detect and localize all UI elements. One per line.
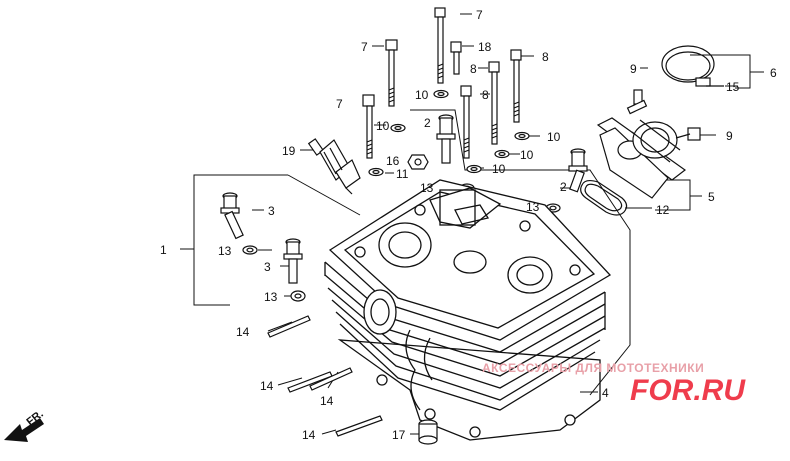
callout-7: 7 bbox=[476, 8, 483, 22]
callout-13: 13 bbox=[264, 290, 278, 304]
front-direction-arrow-icon: FR. bbox=[4, 408, 46, 442]
hose-clamp bbox=[661, 45, 724, 87]
callout-19: 19 bbox=[282, 144, 296, 158]
valve-guide-2-right bbox=[568, 148, 588, 193]
dowels-14 bbox=[267, 315, 383, 437]
valve-guide-2-top bbox=[436, 114, 456, 164]
intake-gasket bbox=[580, 179, 628, 216]
intake-pipe bbox=[596, 117, 687, 199]
callout-7: 7 bbox=[361, 40, 368, 54]
washers bbox=[242, 89, 561, 302]
callout-16: 16 bbox=[386, 154, 400, 168]
watermark: АКСЕССУАРЫ ДЛЯ МОТОТЕХНИКИ FOR.RU bbox=[482, 361, 746, 407]
valve-guide-3-lower bbox=[283, 238, 303, 284]
valve-guide-3-upper bbox=[220, 192, 244, 240]
nut-16 bbox=[407, 154, 429, 170]
spark-plug-19 bbox=[307, 138, 361, 195]
callout-6: 6 bbox=[770, 66, 777, 80]
callout-18: 18 bbox=[478, 40, 492, 54]
callout-8: 8 bbox=[542, 50, 549, 64]
bolt-7-lower bbox=[362, 94, 375, 159]
callout-10: 10 bbox=[376, 119, 390, 133]
callout-14: 14 bbox=[236, 325, 250, 339]
callout-14: 14 bbox=[320, 394, 334, 408]
bolt-7-left bbox=[385, 39, 398, 107]
watermark-brand: FOR.RU bbox=[630, 374, 746, 407]
callout-5: 5 bbox=[708, 190, 715, 204]
callout-9: 9 bbox=[726, 129, 733, 143]
callout-7: 7 bbox=[336, 97, 343, 111]
callout-2: 2 bbox=[560, 180, 567, 194]
bolt-18 bbox=[450, 41, 462, 75]
callout-11: 11 bbox=[396, 167, 409, 181]
callout-2: 2 bbox=[424, 116, 431, 130]
callout-4: 4 bbox=[602, 386, 609, 400]
callout-10: 10 bbox=[547, 130, 561, 144]
callout-12: 12 bbox=[656, 203, 670, 217]
cylinder-head-bolts bbox=[362, 7, 522, 159]
bolt-8-right bbox=[510, 49, 522, 123]
callout-17: 17 bbox=[392, 428, 406, 442]
screws-9 bbox=[626, 89, 701, 141]
front-label: FR. bbox=[24, 408, 45, 428]
bolt-8-lower bbox=[460, 85, 472, 159]
callout-8: 8 bbox=[482, 88, 489, 102]
callout-13: 13 bbox=[420, 181, 434, 195]
callout-13: 13 bbox=[526, 200, 540, 214]
leader-lines bbox=[180, 13, 764, 435]
callout-10: 10 bbox=[415, 88, 429, 102]
collar-17 bbox=[418, 419, 438, 445]
callout-labels: 7 7 7 18 8 8 8 10 10 10 10 10 2 2 19 16 … bbox=[160, 8, 777, 442]
callout-13: 13 bbox=[218, 244, 232, 258]
callout-1: 1 bbox=[160, 243, 167, 257]
valve-guides bbox=[220, 114, 588, 284]
callout-14: 14 bbox=[260, 379, 274, 393]
callout-8: 8 bbox=[470, 62, 477, 76]
callout-3: 3 bbox=[264, 260, 271, 274]
cylinder-head bbox=[324, 179, 612, 441]
callout-3: 3 bbox=[268, 204, 275, 218]
bolt-7-top bbox=[434, 7, 446, 84]
watermark-tagline: АКСЕССУАРЫ ДЛЯ МОТОТЕХНИКИ bbox=[482, 361, 704, 375]
callout-10: 10 bbox=[520, 148, 534, 162]
bolt-8-middle bbox=[488, 61, 500, 145]
callout-9: 9 bbox=[630, 62, 637, 76]
callout-14: 14 bbox=[302, 428, 316, 442]
callout-15: 15 bbox=[726, 80, 740, 94]
callout-10: 10 bbox=[492, 162, 506, 176]
